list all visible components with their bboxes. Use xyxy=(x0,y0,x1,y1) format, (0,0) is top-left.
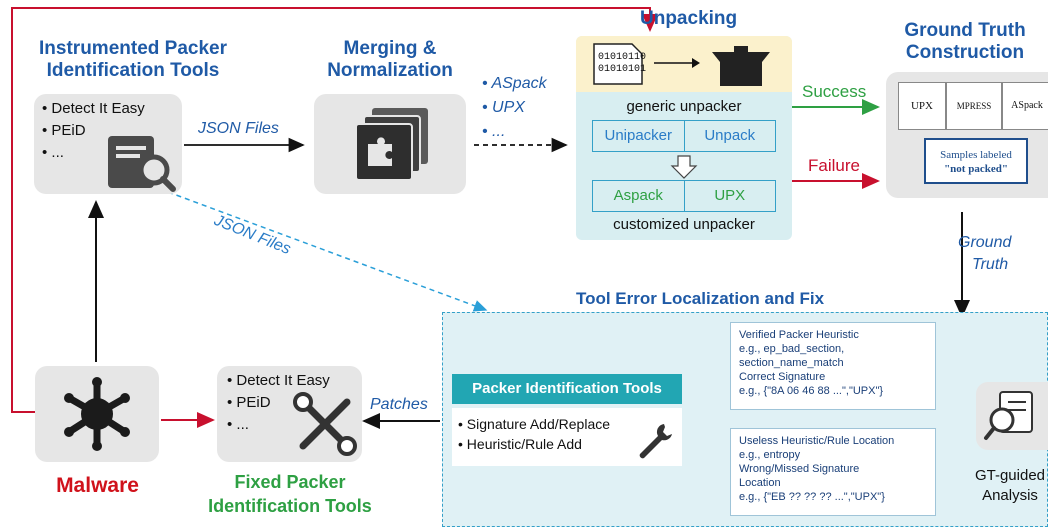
binary-line: 01010110 xyxy=(598,52,647,63)
custom-cell: UPX xyxy=(714,187,746,204)
ground-truth-box: UPX MPRESS ASpack Samples labeled "not p… xyxy=(886,72,1048,198)
fixed-title-line1: Fixed Packer xyxy=(234,472,346,492)
note-line: e.g., ep_bad_section, xyxy=(739,343,845,355)
malware-label: Malware xyxy=(56,474,139,497)
virus-icon xyxy=(64,377,130,451)
document-search-icon xyxy=(108,136,176,192)
analysis-label: GT-guided Analysis xyxy=(972,466,1048,506)
tools-item: Heuristic/Rule Add xyxy=(458,434,610,454)
json-files-label: JSON Files xyxy=(198,120,279,137)
packer-list-item: • ASpack xyxy=(482,75,547,92)
down-arrow-icon xyxy=(670,155,698,179)
generic-cells: Unipacker Unpack xyxy=(592,120,776,152)
malware-box xyxy=(35,366,159,462)
failure-label: Failure xyxy=(808,156,860,175)
wrench-icon xyxy=(639,424,672,459)
ground-truth-edge-line1: Ground xyxy=(958,234,1012,251)
paper-mpress: MPRESS xyxy=(946,82,1002,130)
instrumented-title-line1: Instrumented Packer xyxy=(39,38,227,59)
paper-upx: UPX xyxy=(898,82,946,130)
packer-list: • ASpack • UPX • ... xyxy=(482,72,547,144)
instrumented-item: Detect It Easy xyxy=(42,98,144,120)
generic-cell: Unpack xyxy=(704,127,756,144)
useless-heuristic-note: Useless Heuristic/Rule Location e.g., en… xyxy=(730,428,936,516)
success-label: Success xyxy=(802,82,867,101)
packer-tools-body: Signature Add/Replace Heuristic/Rule Add xyxy=(452,408,682,466)
fixed-item: PEiD xyxy=(227,392,330,414)
merging-box xyxy=(314,94,466,194)
verified-heuristic-note: Verified Packer Heuristic e.g., ep_bad_s… xyxy=(730,322,936,410)
note-line: Useless Heuristic/Rule Location xyxy=(739,435,895,447)
merging-title: Merging & Normalization xyxy=(300,38,480,82)
fixed-item: Detect It Easy xyxy=(227,370,329,392)
fixed-item: ... xyxy=(227,414,330,436)
binary-line: 01010101 xyxy=(598,64,647,75)
instrumented-tools-box: Detect It Easy PEiD ... xyxy=(34,94,182,194)
not-packed-line1: Samples labeled xyxy=(940,149,1012,161)
unpacking-box: 01010110 01010101 generic unpacker Unipa… xyxy=(576,36,792,240)
clipboard-search-icon xyxy=(984,391,1033,440)
note-line: e.g., {"8A 06 46 88 ...","UPX"} xyxy=(739,385,884,397)
fixed-tools-title: Fixed Packer Identification Tools xyxy=(170,470,410,518)
puzzle-stack-icon xyxy=(355,108,428,181)
instrumented-item: PEiD xyxy=(42,120,145,142)
note-line: Correct Signature xyxy=(739,371,826,383)
ground-truth-title-line2: Construction xyxy=(905,42,1025,63)
malware-to-unpacking-arrow xyxy=(11,7,658,413)
not-packed-line2: "not packed" xyxy=(944,163,1008,175)
ground-truth-title-line1: Ground Truth xyxy=(904,20,1026,41)
packer-list-item: • ... xyxy=(482,123,506,140)
custom-cells: Aspack UPX xyxy=(592,180,776,212)
open-box-icon xyxy=(712,46,770,86)
generic-unpacker-label: generic unpacker xyxy=(626,98,742,115)
not-packed-paper: Samples labeled "not packed" xyxy=(924,138,1028,184)
note-line: Verified Packer Heuristic xyxy=(739,329,859,341)
analysis-box xyxy=(976,382,1048,450)
patches-label: Patches xyxy=(370,396,428,413)
json-diagonal-arrow xyxy=(167,191,488,312)
ground-truth-title: Ground Truth Construction xyxy=(890,20,1040,64)
generic-cell: Unipacker xyxy=(593,121,685,151)
ground-truth-edge-label: Ground Truth xyxy=(958,232,1011,276)
ground-truth-edge-line2: Truth xyxy=(972,256,1009,273)
binary-file-icon xyxy=(593,43,643,85)
instrumented-title: Instrumented Packer Identification Tools xyxy=(8,38,258,82)
fixed-title-line2: Identification Tools xyxy=(208,496,372,516)
instrumented-title-line2: Identification Tools xyxy=(46,60,220,81)
merging-title-line1: Merging & xyxy=(343,38,437,59)
note-line: e.g., entropy xyxy=(739,449,801,461)
note-line: Location xyxy=(739,477,781,489)
fix-section-title: Tool Error Localization and Fix xyxy=(575,289,825,308)
note-line: e.g., {"EB ?? ?? ?? ...","UPX"} xyxy=(739,491,885,503)
packer-list-item: • UPX xyxy=(482,99,525,116)
analysis-label-line1: GT-guided xyxy=(974,467,1046,484)
fixed-tools-box: Detect It Easy PEiD ... xyxy=(217,366,362,462)
merging-title-line2: Normalization xyxy=(327,60,453,81)
note-line: section_name_match xyxy=(739,357,844,369)
note-line: Wrong/Missed Signature xyxy=(739,463,860,475)
paper-aspack: ASpack xyxy=(1002,82,1048,130)
analysis-label-line2: Analysis xyxy=(982,487,1038,504)
binary-text: 01010110 01010101 xyxy=(598,52,646,76)
custom-cell: Aspack xyxy=(593,181,685,211)
unpacking-title: Unpacking xyxy=(640,8,738,29)
tools-item: Signature Add/Replace xyxy=(458,414,610,434)
customized-unpacker-label: customized unpacker xyxy=(613,216,755,233)
instrumented-item: ... xyxy=(42,142,145,164)
packer-tools-header: Packer Identification Tools xyxy=(452,374,682,404)
arrow-icon xyxy=(654,58,700,68)
tools-icon xyxy=(293,392,357,456)
